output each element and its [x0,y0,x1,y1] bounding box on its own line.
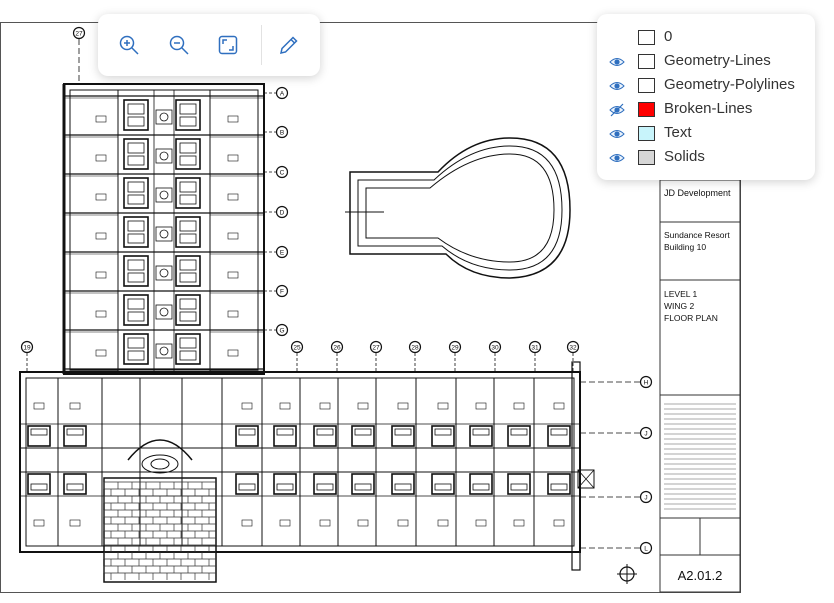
fit-view-icon [219,35,238,55]
svg-text:26: 26 [333,345,341,352]
svg-text:27: 27 [75,31,83,38]
vertical-wing [62,83,265,375]
svg-text:30: 30 [491,345,499,352]
eye-icon[interactable] [609,151,625,165]
layer-color-swatch[interactable] [638,150,655,165]
layer-name: Broken-Lines [664,100,753,117]
edit-button[interactable] [270,26,308,64]
brick-entrance [103,477,217,583]
pool [345,137,571,279]
layer-color-swatch[interactable] [638,30,655,45]
north-arrow-icon [617,564,637,584]
zoom-in-icon [119,35,139,55]
svg-text:25: 25 [293,345,301,352]
fit-view-button[interactable] [210,26,248,64]
layer-row[interactable]: Solids [597,146,815,170]
layer-name: Geometry-Lines [664,52,771,69]
layer-color-swatch[interactable] [638,102,655,117]
svg-text:E: E [280,250,285,257]
eye-off-icon[interactable] [609,103,625,117]
layer-row[interactable]: Text [597,122,815,146]
svg-text:32: 32 [569,345,577,352]
zoom-in-button[interactable] [110,26,148,64]
sheet-title-2: WING 2 [664,301,694,311]
eye-icon[interactable] [609,79,625,93]
vertical-wing-fixtures [95,99,239,365]
layer-color-swatch[interactable] [638,126,655,141]
svg-text:D: D [280,210,285,217]
svg-text:H: H [644,380,649,387]
title-company: JD Development [664,188,731,198]
svg-text:19: 19 [23,345,31,352]
svg-text:J: J [644,495,647,502]
svg-text:J: J [644,431,647,438]
svg-text:A: A [280,91,285,98]
layer-color-swatch[interactable] [638,78,655,93]
svg-text:28: 28 [411,345,419,352]
layer-row[interactable]: Geometry-Lines [597,50,815,74]
sheet-title-3: FLOOR PLAN [664,313,718,323]
horizontal-wing [19,361,595,571]
svg-text:B: B [280,130,284,137]
zoom-out-icon [169,35,189,55]
svg-text:31: 31 [531,345,539,352]
layer-name: Geometry-Polylines [664,76,795,93]
title-block: JD Development Sundance Resort Building … [659,179,741,593]
horizontal-wing-fixtures [27,361,595,571]
layer-name: Solids [664,148,705,165]
svg-text:C: C [280,170,285,177]
layer-row[interactable]: 0 [597,26,815,50]
toolbar-separator [261,25,263,65]
sheet-number: A2.01.2 [678,568,723,583]
vertical-wing-room-rows [64,90,264,372]
layer-row[interactable]: Geometry-Polylines [597,74,815,98]
zoom-out-button[interactable] [160,26,198,64]
lobby-rotunda [127,439,193,474]
pencil-icon [280,36,298,54]
view-toolbar [98,14,320,76]
svg-text:L: L [644,546,648,553]
sheet-title-1: LEVEL 1 [664,289,698,299]
layer-name: Text [664,124,692,141]
eye-icon[interactable] [609,55,625,69]
svg-text:27: 27 [372,345,380,352]
eye-icon[interactable] [609,127,625,141]
title-project-line2: Building 10 [664,242,706,252]
layer-color-swatch[interactable] [638,54,655,69]
svg-text:G: G [279,328,284,335]
layer-row[interactable]: Broken-Lines [597,98,815,122]
svg-text:F: F [280,289,284,296]
title-project-line1: Sundance Resort [664,230,730,240]
svg-text:29: 29 [451,345,459,352]
layer-name: 0 [664,28,673,45]
